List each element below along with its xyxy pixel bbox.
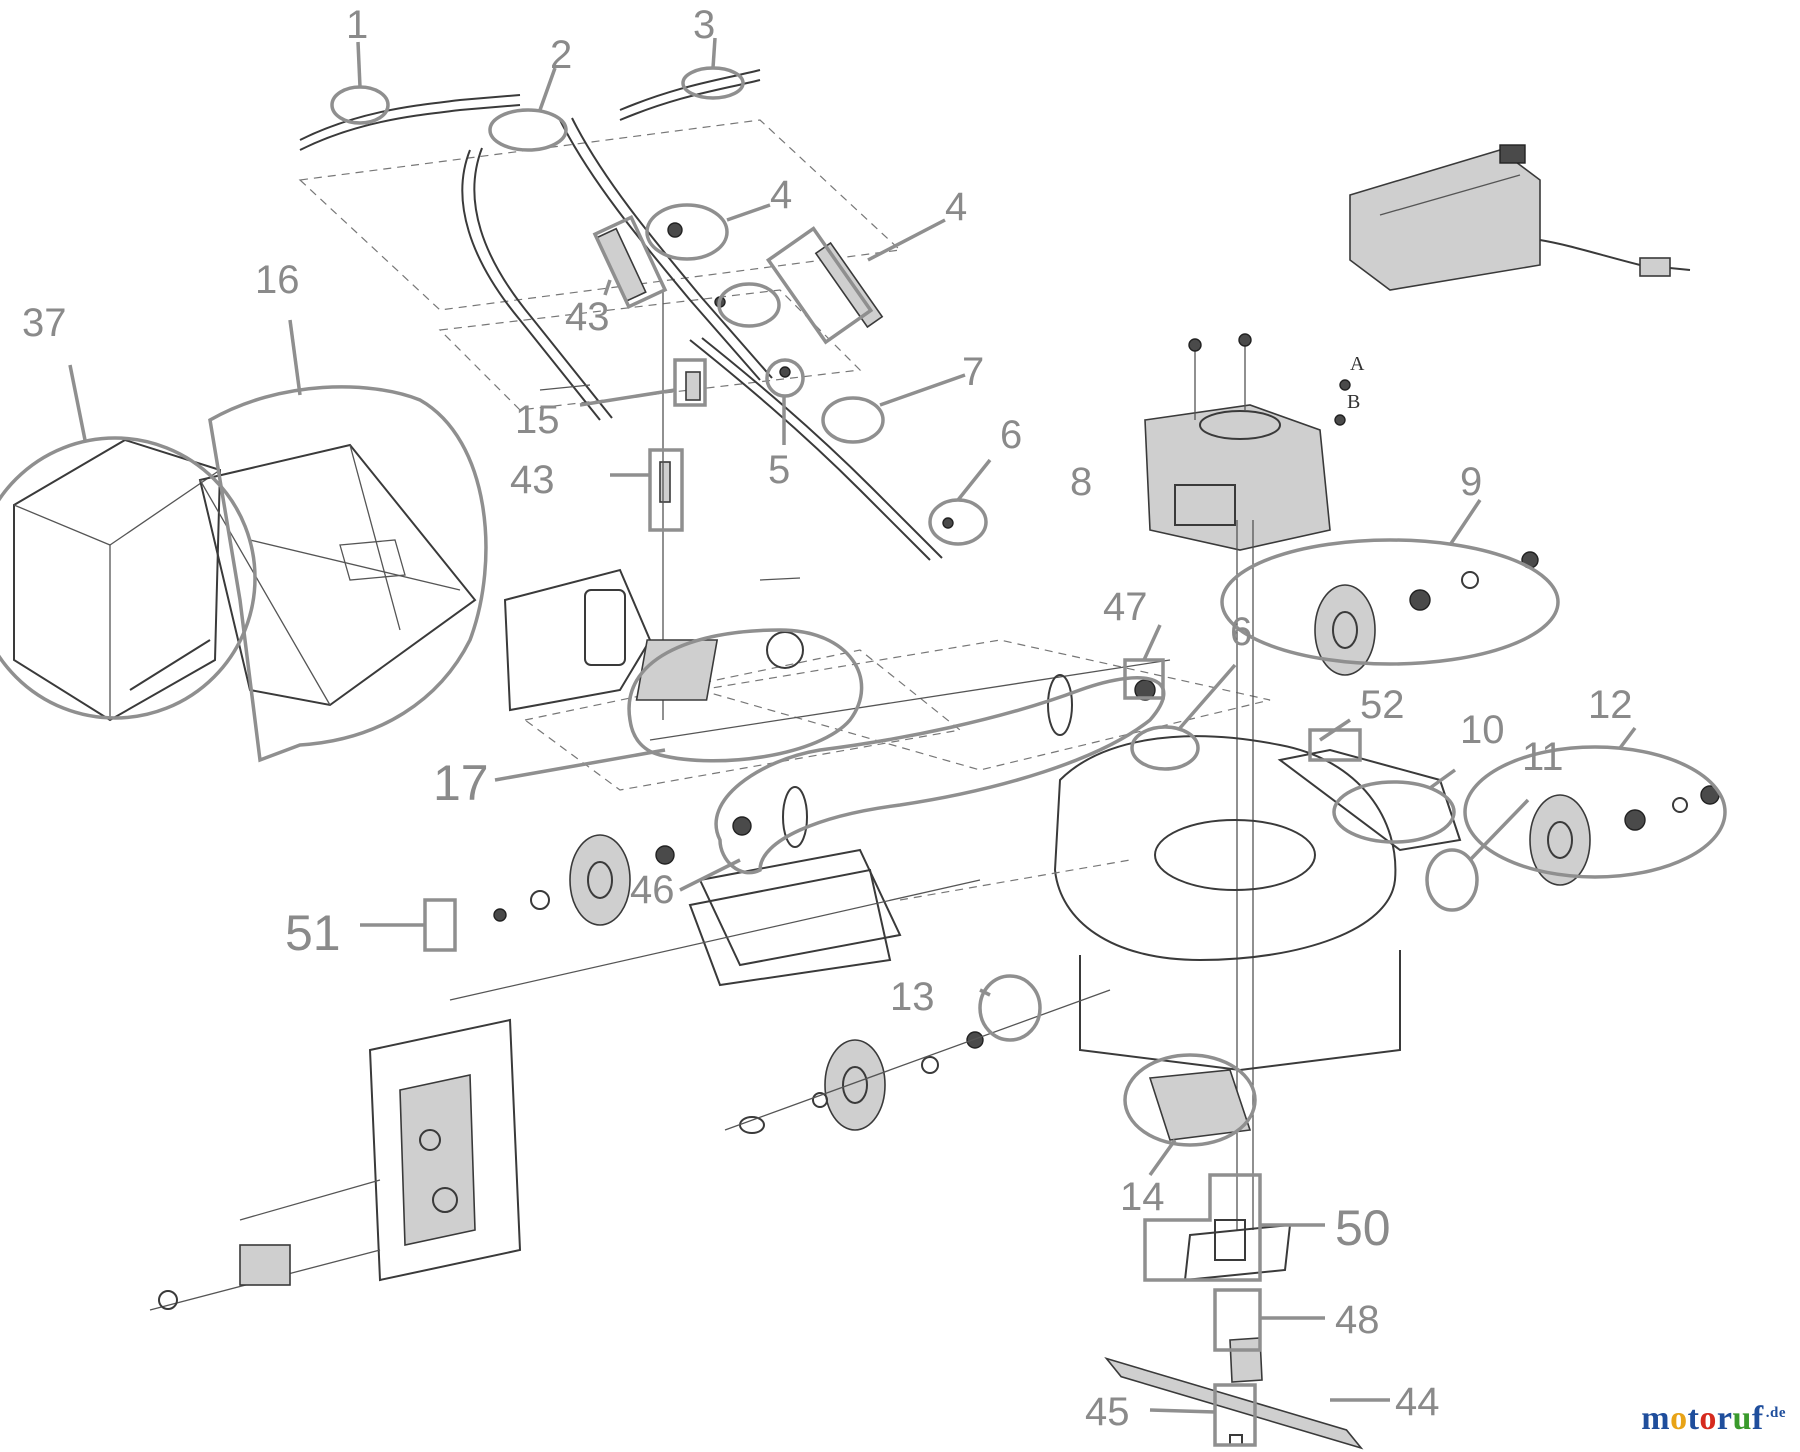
callout-label: 6 — [1000, 413, 1022, 457]
callout-label: 52 — [1360, 683, 1405, 727]
callout-label: 4 — [945, 185, 967, 229]
callout-label: 11 — [1522, 735, 1564, 779]
callout-label: 9 — [1460, 460, 1482, 504]
wheel-front-right — [1529, 785, 1720, 886]
callout-label: 1 — [346, 3, 368, 47]
wheel-front-left — [724, 989, 1111, 1134]
callout-label: 48 — [1335, 1298, 1380, 1342]
throttle-cable-inset — [1349, 144, 1691, 291]
brand-letter: m — [1641, 1400, 1671, 1437]
callout-markings — [0, 37, 1727, 1447]
callout-label: 43 — [565, 295, 610, 339]
callout-label: 15 — [515, 398, 560, 442]
callout-label: 51 — [285, 905, 341, 961]
brand-letter: r — [1716, 1400, 1733, 1437]
drive-assembly — [503, 568, 1271, 848]
callout-label: 16 — [255, 258, 300, 302]
brand-letter: u — [1732, 1400, 1752, 1437]
callout-label: 44 — [1395, 1380, 1440, 1424]
marker-b: B — [1347, 391, 1360, 413]
callout-label: 14 — [1120, 1175, 1165, 1219]
brand-letter: f — [1751, 1400, 1764, 1437]
brand-letter: o — [1670, 1400, 1688, 1437]
callout-label: 4 — [770, 173, 792, 217]
callout-label: 43 — [510, 458, 555, 502]
callout-label: 17 — [433, 755, 489, 811]
callout-label: 10 — [1460, 708, 1505, 752]
blade-assembly — [1104, 1069, 1364, 1450]
brand-tld: .de — [1765, 1404, 1786, 1421]
mower-deck — [688, 735, 1462, 1072]
engine: A B — [1144, 333, 1365, 1230]
motoruf-watermark: motoruf.de — [1641, 1400, 1786, 1438]
brand-letter: t — [1687, 1400, 1700, 1437]
wheel-rear-right — [1314, 551, 1539, 676]
callout-label: 6 — [1230, 610, 1252, 654]
callout-label: 37 — [22, 301, 67, 345]
grass-catcher — [13, 438, 477, 722]
callout-label: 47 — [1103, 585, 1148, 629]
callout-label: 12 — [1588, 683, 1633, 727]
brand-letter: o — [1699, 1400, 1717, 1437]
callout-label: 46 — [630, 868, 675, 912]
callout-label: 2 — [550, 33, 572, 77]
wheels — [449, 551, 1720, 1134]
callout-label: 8 — [1070, 460, 1092, 504]
drive-control-inset — [149, 1018, 522, 1311]
callout-numbers: 1 2 3 4 4 43 16 37 15 5 7 6 43 8 47 9 6 … — [22, 3, 1633, 1434]
wheel-rear-left — [449, 834, 981, 1001]
callout-label: 7 — [962, 350, 984, 394]
callout-label: 13 — [890, 975, 935, 1019]
callout-label: 50 — [1335, 1200, 1391, 1256]
callout-label: 5 — [768, 448, 790, 492]
marker-a: A — [1350, 353, 1365, 375]
callout-label: 3 — [693, 3, 715, 47]
callout-label: 45 — [1085, 1390, 1130, 1434]
